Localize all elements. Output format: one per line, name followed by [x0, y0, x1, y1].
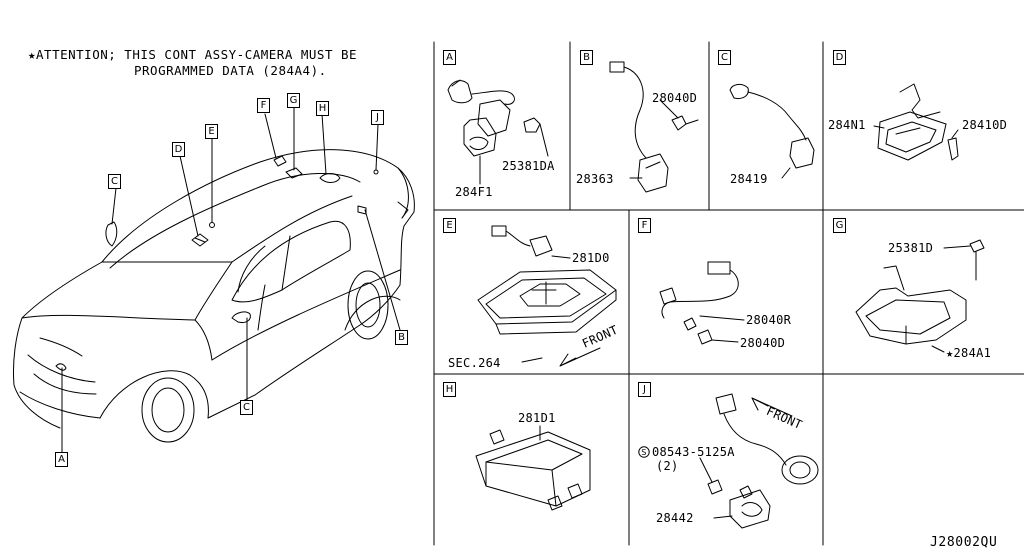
part-number-h-281d1: 281D1: [518, 411, 556, 425]
panel-j-label[interactable]: J: [638, 382, 651, 397]
part-number-a-25381da: 25381DA: [502, 159, 555, 173]
part-art-f: [660, 262, 744, 344]
panel-g-label[interactable]: G: [833, 218, 846, 233]
part-number-e-sec264: SEC.264: [448, 356, 501, 370]
part-number-j-quantity: (2): [656, 459, 679, 473]
part-art-a: [448, 80, 548, 184]
s-circle-icon: S: [638, 446, 650, 461]
part-number-b-28040d: 28040D: [652, 91, 698, 105]
part-number-c-28419: 28419: [730, 172, 768, 186]
part-number-d-28410d: 28410D: [962, 118, 1008, 132]
car-callout-j[interactable]: J: [371, 110, 384, 125]
part-number-j-08543-5125a: 08543-5125A: [652, 445, 735, 459]
svg-text:S: S: [641, 448, 646, 457]
panel-c-label[interactable]: C: [718, 50, 731, 65]
part-number-g-25381d: 25381D: [888, 241, 934, 255]
part-number-b-28363: 28363: [576, 172, 614, 186]
panel-e-label[interactable]: E: [443, 218, 456, 233]
part-number-f-28040r: 28040R: [746, 313, 792, 327]
car-callout-c-side[interactable]: C: [240, 400, 253, 415]
car-components: [192, 156, 378, 246]
car-callout-e[interactable]: E: [205, 124, 218, 139]
part-number-f-28040d: 28040D: [740, 336, 786, 350]
part-art-h: [476, 426, 590, 510]
part-art-d: [874, 84, 958, 160]
part-art-g: [856, 240, 984, 352]
car-callout-h[interactable]: H: [316, 101, 329, 116]
car-callout-d[interactable]: D: [172, 142, 185, 157]
attention-note-line2: PROGRAMMED DATA (284A4).: [134, 63, 327, 78]
car-leader-lines: [62, 108, 400, 452]
car-outline: [13, 150, 414, 442]
part-number-a-284f1: 284F1: [455, 185, 493, 199]
panel-grid-lines: [434, 42, 1024, 545]
part-art-c: [730, 84, 814, 178]
panel-f-label[interactable]: F: [638, 218, 651, 233]
panel-h-label[interactable]: H: [443, 382, 456, 397]
diagram-code: J28002QU: [930, 535, 998, 550]
attention-note-line1: ★ATTENTION; THIS CONT ASSY-CAMERA MUST B…: [28, 47, 358, 62]
car-callout-g[interactable]: G: [287, 93, 300, 108]
panel-b-label[interactable]: B: [580, 50, 593, 65]
part-number-d-284n1: 284N1: [828, 118, 866, 132]
panel-a-label[interactable]: A: [443, 50, 456, 65]
part-art-j: [700, 394, 818, 528]
car-callout-a[interactable]: A: [55, 452, 68, 467]
part-art-b: [610, 62, 698, 192]
car-callout-f[interactable]: F: [257, 98, 270, 113]
part-art-e: [478, 226, 616, 366]
panel-d-label[interactable]: D: [833, 50, 846, 65]
part-number-e-281d0: 281D0: [572, 251, 610, 265]
part-number-g-284a1: ★284A1: [946, 346, 992, 360]
car-callout-c-mirror[interactable]: C: [108, 174, 121, 189]
car-callout-b[interactable]: B: [395, 330, 408, 345]
part-number-j-28442: 28442: [656, 511, 694, 525]
